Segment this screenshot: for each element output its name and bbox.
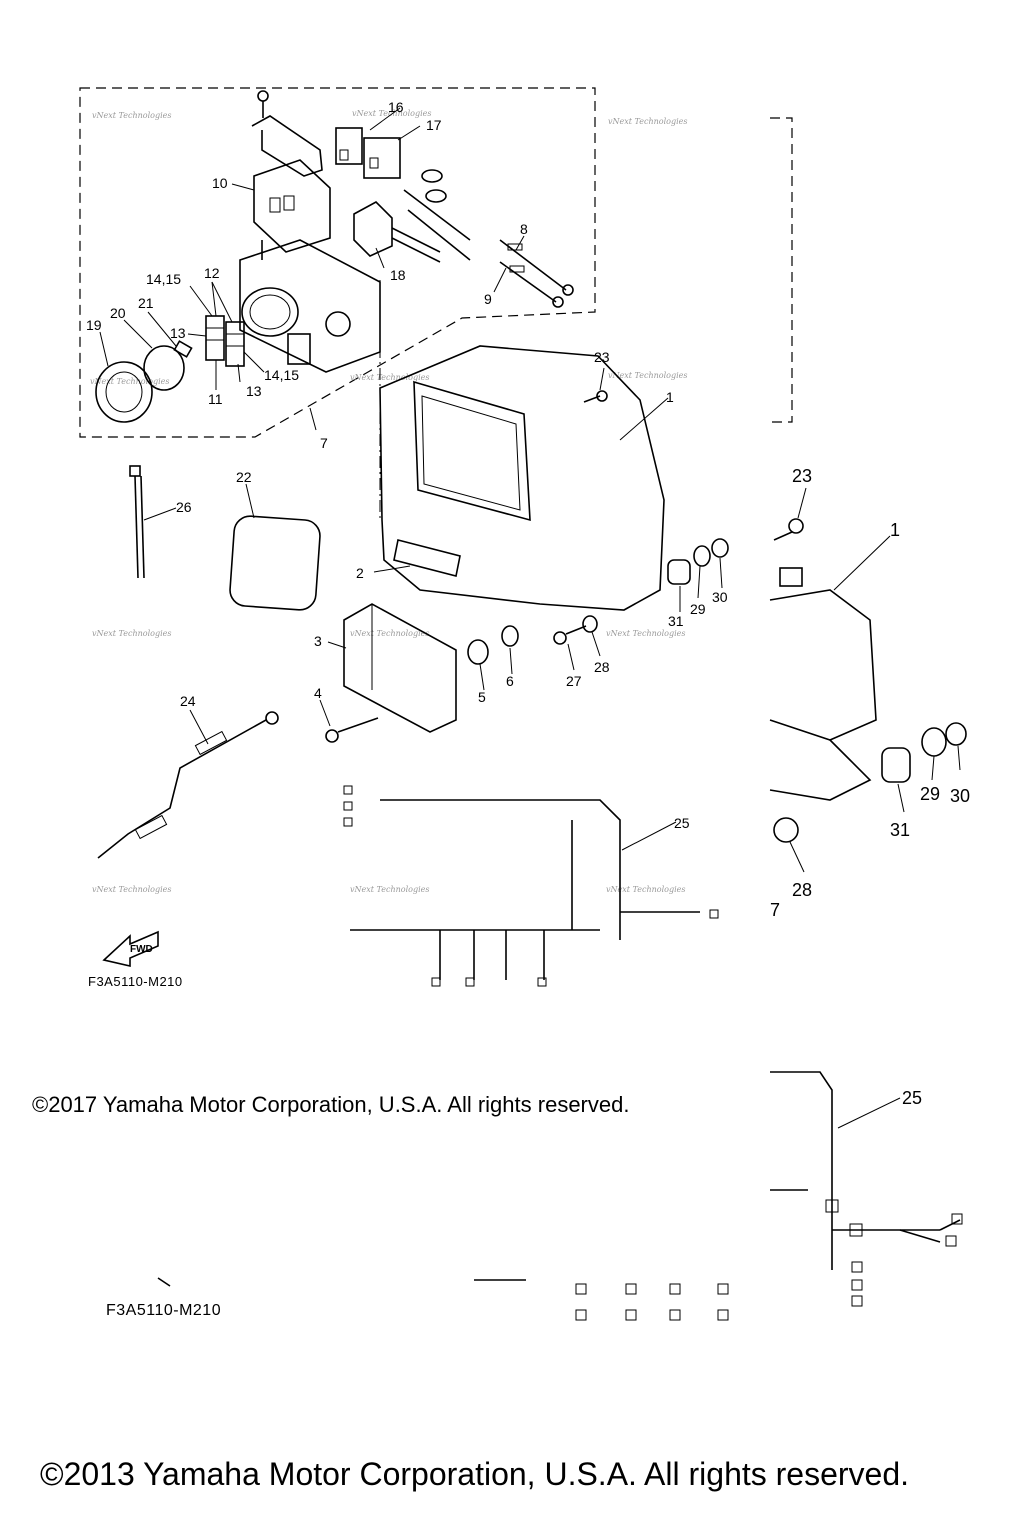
- callout-detail-29: 29: [920, 784, 940, 804]
- connector-parts: [403, 169, 574, 308]
- callout-26: 26: [176, 499, 192, 515]
- lower-fragments: [157, 1277, 729, 1321]
- callout-8: 8: [520, 221, 528, 237]
- watermark: vNext Technologies: [608, 371, 687, 380]
- callout-detail-31: 31: [890, 820, 910, 840]
- bracket-part: [251, 115, 323, 177]
- callout-30: 30: [712, 589, 728, 605]
- callout-4: 4: [314, 685, 322, 701]
- cap-part: [95, 361, 153, 423]
- fwd-arrow-icon: FWD: [102, 930, 159, 968]
- relay-part: [335, 127, 401, 179]
- ecu-part: [343, 603, 457, 733]
- callout-20: 20: [110, 305, 126, 321]
- detail-view: [769, 518, 967, 1307]
- bolt-27-part: [553, 625, 587, 645]
- callout-6: 6: [506, 673, 514, 689]
- nut-30-part: [711, 538, 729, 558]
- copyright-2013: ©2013 Yamaha Motor Corporation, U.S.A. A…: [40, 1456, 910, 1492]
- screw-23-part: [583, 390, 608, 403]
- callout-28: 28: [594, 659, 610, 675]
- cable-tie-part: [129, 465, 145, 579]
- callout-25: 25: [674, 815, 690, 831]
- callout-detail-23: 23: [792, 466, 812, 486]
- callout-13-a: 13: [170, 325, 186, 341]
- callout-11: 11: [208, 391, 223, 407]
- callout-27: 27: [566, 673, 582, 689]
- watermark: vNext Technologies: [92, 111, 171, 120]
- spacer-31-part: [667, 559, 691, 585]
- watermark: vNext Technologies: [92, 885, 171, 894]
- washer-28-part: [582, 615, 598, 633]
- callout-detail-1: 1: [890, 520, 900, 540]
- gasket-part: [229, 515, 321, 611]
- callout-detail-25: 25: [902, 1088, 922, 1108]
- housing-part: [379, 280, 665, 611]
- callout-3: 3: [314, 633, 322, 649]
- watermark: vNext Technologies: [350, 373, 429, 382]
- screw-part: [257, 90, 269, 118]
- callouts-detail: 23 1 29 30 31 28 7 25: [770, 466, 970, 1108]
- callout-1: 1: [666, 389, 674, 405]
- watermark: vNext Technologies: [90, 377, 169, 386]
- connector-stack-part: [205, 315, 245, 367]
- callout-17: 17: [426, 117, 442, 133]
- throttle-body-part: [239, 239, 381, 373]
- fwd-label: FWD: [130, 944, 153, 955]
- callout-9: 9: [484, 291, 492, 307]
- callout-16: 16: [388, 99, 404, 115]
- callout-14-15-b: 14,15: [264, 367, 299, 383]
- callout-13-b: 13: [246, 383, 262, 399]
- detail-bracket: [770, 117, 793, 423]
- collar-6-part: [501, 625, 519, 647]
- watermark: vNext Technologies: [606, 629, 685, 638]
- diagram-code-upper: F3A5110-M210: [88, 974, 183, 989]
- o-ring-part: [143, 345, 185, 391]
- washer-29-part: [693, 545, 711, 567]
- callout-21: 21: [138, 295, 154, 311]
- callout-12: 12: [204, 265, 220, 281]
- callout-detail-30: 30: [950, 786, 970, 806]
- copyright-2017: ©2017 Yamaha Motor Corporation, U.S.A. A…: [32, 1092, 630, 1117]
- callout-29: 29: [690, 601, 706, 617]
- callout-2: 2: [356, 565, 364, 581]
- watermark: vNext Technologies: [350, 629, 429, 638]
- callout-22: 22: [236, 469, 252, 485]
- cable-24-part: [97, 711, 279, 859]
- clip-part: [173, 340, 193, 358]
- callout-detail-7: 7: [770, 900, 780, 920]
- callout-19: 19: [86, 317, 102, 333]
- callout-10: 10: [212, 175, 228, 191]
- sensor-part: [353, 201, 441, 263]
- watermark: vNext Technologies: [92, 629, 171, 638]
- harness-25-part: [343, 785, 719, 987]
- callout-14-15-a: 14,15: [146, 271, 181, 287]
- diagram-code-lower: F3A5110-M210: [106, 1302, 222, 1319]
- callout-31: 31: [668, 613, 684, 629]
- watermark: vNext Technologies: [608, 117, 687, 126]
- callouts-main: 16 17 10 8 18 9 14,15 12 21 20 19 13 13 …: [86, 99, 728, 831]
- bolt-4-part: [325, 717, 379, 743]
- callout-23: 23: [594, 349, 610, 365]
- callout-24: 24: [180, 693, 196, 709]
- cover-part: [253, 159, 331, 253]
- watermark: vNext Technologies: [606, 885, 685, 894]
- callout-18: 18: [390, 267, 406, 283]
- leader-lines: [99, 107, 961, 1129]
- grommet-5-part: [467, 639, 489, 665]
- callout-detail-28: 28: [792, 880, 812, 900]
- subassembly-boundary: [79, 87, 596, 438]
- callout-7: 7: [320, 435, 328, 451]
- callout-5: 5: [478, 689, 486, 705]
- watermark: vNext Technologies: [350, 885, 429, 894]
